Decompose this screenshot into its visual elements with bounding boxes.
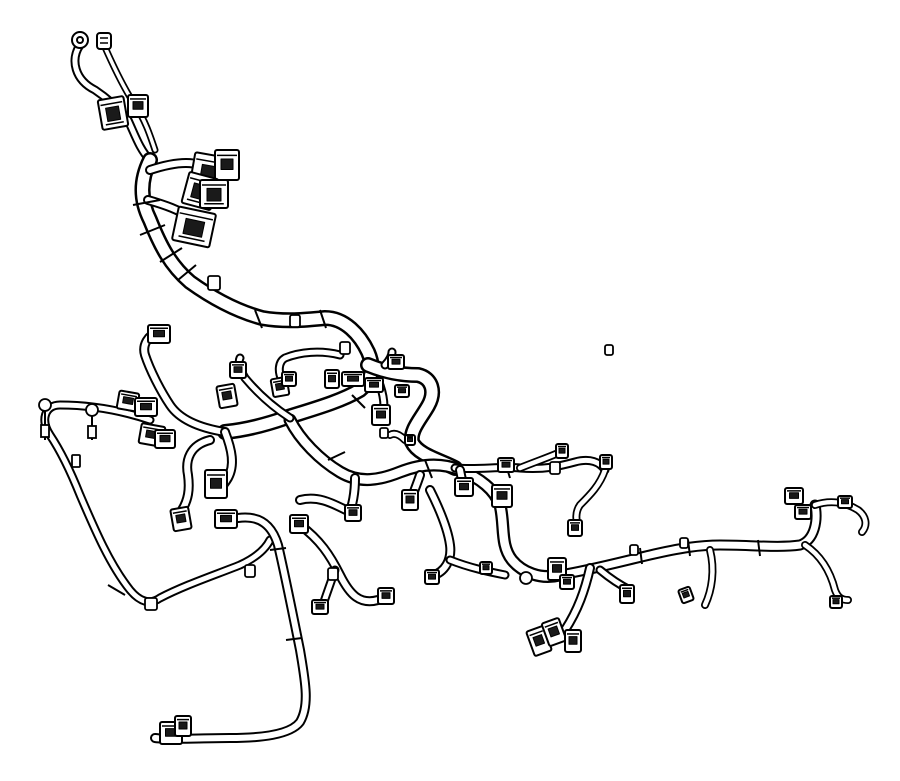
connector [497, 457, 515, 473]
connector [394, 384, 410, 398]
connector [567, 519, 583, 537]
connector [784, 487, 804, 505]
branch-main-trunk [134, 152, 380, 440]
branch-right-coil [360, 357, 463, 476]
clip [38, 398, 52, 440]
connector [564, 629, 582, 653]
connectors [96, 94, 853, 745]
connector [174, 715, 192, 737]
connector [401, 489, 419, 511]
branch-right-long [554, 498, 870, 609]
branch-bottom-long-drop [150, 512, 311, 744]
branch-left-tails [139, 327, 237, 515]
connector [289, 514, 309, 534]
ring-terminals [71, 31, 112, 50]
connector [171, 205, 217, 249]
connector [134, 397, 158, 417]
connector [619, 584, 635, 604]
connector [491, 484, 513, 508]
clip [85, 403, 99, 440]
connector [204, 469, 228, 499]
ring-terminal [96, 32, 112, 50]
clip [339, 341, 351, 355]
connector [281, 371, 297, 387]
connector [387, 354, 405, 370]
clip [679, 537, 689, 549]
connector [837, 495, 853, 509]
clip [629, 544, 639, 556]
connector [229, 361, 247, 379]
wire-branches [40, 40, 870, 744]
clip [244, 564, 256, 578]
connector [364, 377, 384, 393]
connector [677, 585, 695, 605]
connector [794, 504, 812, 520]
clip [289, 314, 301, 328]
connector [214, 149, 240, 181]
connector [154, 429, 176, 449]
connector [479, 561, 493, 575]
connector [199, 179, 229, 209]
clip [519, 571, 533, 585]
connector [559, 574, 575, 590]
connector [214, 509, 238, 529]
branch-far-left-loop [40, 400, 275, 607]
connector [424, 569, 440, 585]
connector [311, 599, 329, 615]
clips [38, 275, 689, 611]
connector [215, 382, 239, 410]
connector [377, 587, 395, 605]
connector [344, 504, 362, 522]
connector [555, 443, 569, 459]
clip [549, 461, 561, 475]
connector [127, 94, 149, 118]
clip [327, 567, 339, 581]
connector [147, 324, 171, 344]
connector [599, 454, 613, 470]
connector [541, 617, 567, 647]
connector [829, 595, 843, 609]
connector [454, 477, 474, 497]
clip [71, 454, 81, 468]
clip [379, 427, 389, 439]
connector [404, 434, 416, 446]
connector [324, 369, 340, 389]
ring-terminal [71, 31, 89, 49]
connector [341, 371, 365, 387]
branch-mid-right-tails [450, 446, 610, 532]
clip [207, 275, 221, 291]
connector [371, 404, 391, 426]
connector [96, 95, 130, 131]
clip [604, 344, 614, 356]
clip [144, 597, 158, 611]
connector [169, 505, 193, 533]
